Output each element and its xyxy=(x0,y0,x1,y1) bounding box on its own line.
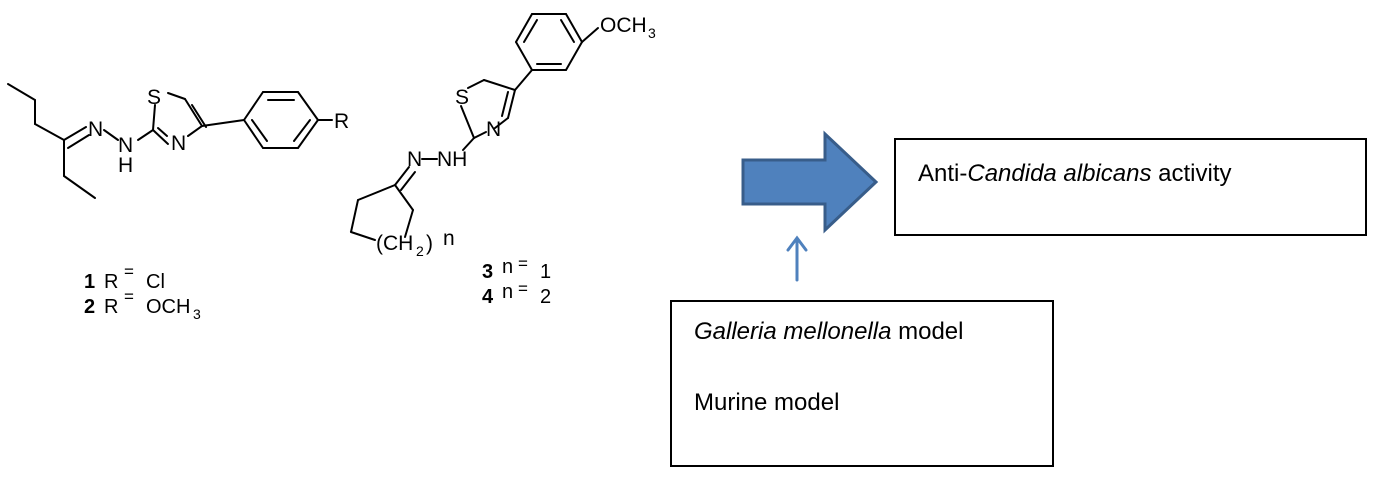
bond xyxy=(501,91,509,117)
legend-equals: = xyxy=(518,279,528,298)
bond xyxy=(167,92,186,100)
bond xyxy=(462,137,475,151)
bond xyxy=(515,13,533,43)
bond xyxy=(191,104,207,128)
bond xyxy=(514,69,533,91)
atom-subscript: 2 xyxy=(416,243,424,259)
bond xyxy=(293,119,311,142)
bond xyxy=(460,105,475,139)
bond xyxy=(394,166,410,186)
bond xyxy=(63,126,87,141)
up-arrow-head xyxy=(786,235,808,252)
legend-equals: = xyxy=(124,287,134,306)
legend-equals: = xyxy=(124,262,134,281)
bond xyxy=(357,184,396,201)
bond xyxy=(523,19,538,43)
atom-subscript: 3 xyxy=(648,25,656,41)
organism-name: Candida albicans xyxy=(967,160,1152,187)
bond xyxy=(467,79,485,89)
legend-label: R xyxy=(104,271,118,293)
bond xyxy=(7,83,36,101)
bond xyxy=(251,119,268,142)
atom-label: OCH xyxy=(600,14,647,37)
atom-label: S xyxy=(147,86,161,109)
models-box: Galleria mellonella model Murine model xyxy=(670,300,1054,467)
bond xyxy=(565,41,583,71)
bond xyxy=(184,98,203,127)
bond xyxy=(350,231,376,241)
bond xyxy=(297,91,319,121)
bond xyxy=(581,27,599,43)
model-murine: Murine model xyxy=(694,389,840,416)
bond xyxy=(152,104,156,131)
compound-number: 1 xyxy=(84,271,95,293)
molecule-3-4: OCH 3 S N N NH (CH 2 ) n 3 n = 1 4 n = 2 xyxy=(350,13,656,308)
up-arrow xyxy=(786,235,808,282)
atom-label: R xyxy=(334,110,349,133)
legend-value: 2 xyxy=(540,286,551,308)
bond xyxy=(103,129,119,141)
bond xyxy=(67,134,90,149)
atom-label: n xyxy=(443,227,455,250)
bond xyxy=(201,119,245,127)
bond xyxy=(187,125,203,137)
activity-box: Anti-Candida albicans activity xyxy=(894,138,1367,236)
bond xyxy=(157,127,168,137)
bond xyxy=(400,171,416,191)
bond xyxy=(565,13,583,43)
atom-label: (CH xyxy=(376,232,413,255)
bond xyxy=(560,19,575,43)
activity-label: Anti-Candida albicans activity xyxy=(918,160,1232,188)
atom-label: N xyxy=(486,118,501,141)
bond xyxy=(404,209,414,238)
bond xyxy=(494,117,509,129)
legend-label: n xyxy=(502,256,513,278)
model-galleria: Galleria mellonella model xyxy=(694,318,963,346)
legend-subscript: 3 xyxy=(193,306,201,322)
bond xyxy=(243,119,264,149)
compound-number: 2 xyxy=(84,296,95,318)
atom-label: N xyxy=(407,148,422,171)
bond xyxy=(297,119,319,149)
bond xyxy=(394,184,414,211)
activity-prefix: Anti- xyxy=(918,160,968,187)
bond xyxy=(243,91,264,121)
legend-value: 1 xyxy=(540,261,551,283)
legend-value: Cl xyxy=(146,271,165,293)
molecule-1-2: N N H S N R 1 R = Cl 2 R = OCH 3 xyxy=(7,83,349,322)
compound-number: 4 xyxy=(482,286,494,308)
bond xyxy=(63,175,96,199)
galleria-name: Galleria mellonella xyxy=(694,318,892,345)
atom-label: N xyxy=(171,132,186,155)
legend-value: OCH xyxy=(146,296,190,318)
atom-label: N xyxy=(118,134,133,157)
bond xyxy=(483,79,516,91)
atom-label: NH xyxy=(437,148,467,171)
galleria-suffix: model xyxy=(891,318,964,345)
bond xyxy=(515,41,533,71)
compound-number: 3 xyxy=(482,261,493,283)
bond xyxy=(473,131,487,139)
bond xyxy=(34,123,65,141)
bond xyxy=(507,89,516,119)
atom-label: N xyxy=(88,118,103,141)
atom-label: ) xyxy=(426,232,433,255)
atom-label: S xyxy=(455,86,469,109)
legend-equals: = xyxy=(518,254,528,273)
activity-suffix: activity xyxy=(1151,160,1232,187)
bond xyxy=(350,199,359,233)
legend-label: R xyxy=(104,296,118,318)
bond xyxy=(137,129,154,141)
legend-label: n xyxy=(502,281,513,303)
right-block-arrow xyxy=(741,130,879,234)
bond xyxy=(152,129,169,145)
atom-label: H xyxy=(118,154,133,177)
